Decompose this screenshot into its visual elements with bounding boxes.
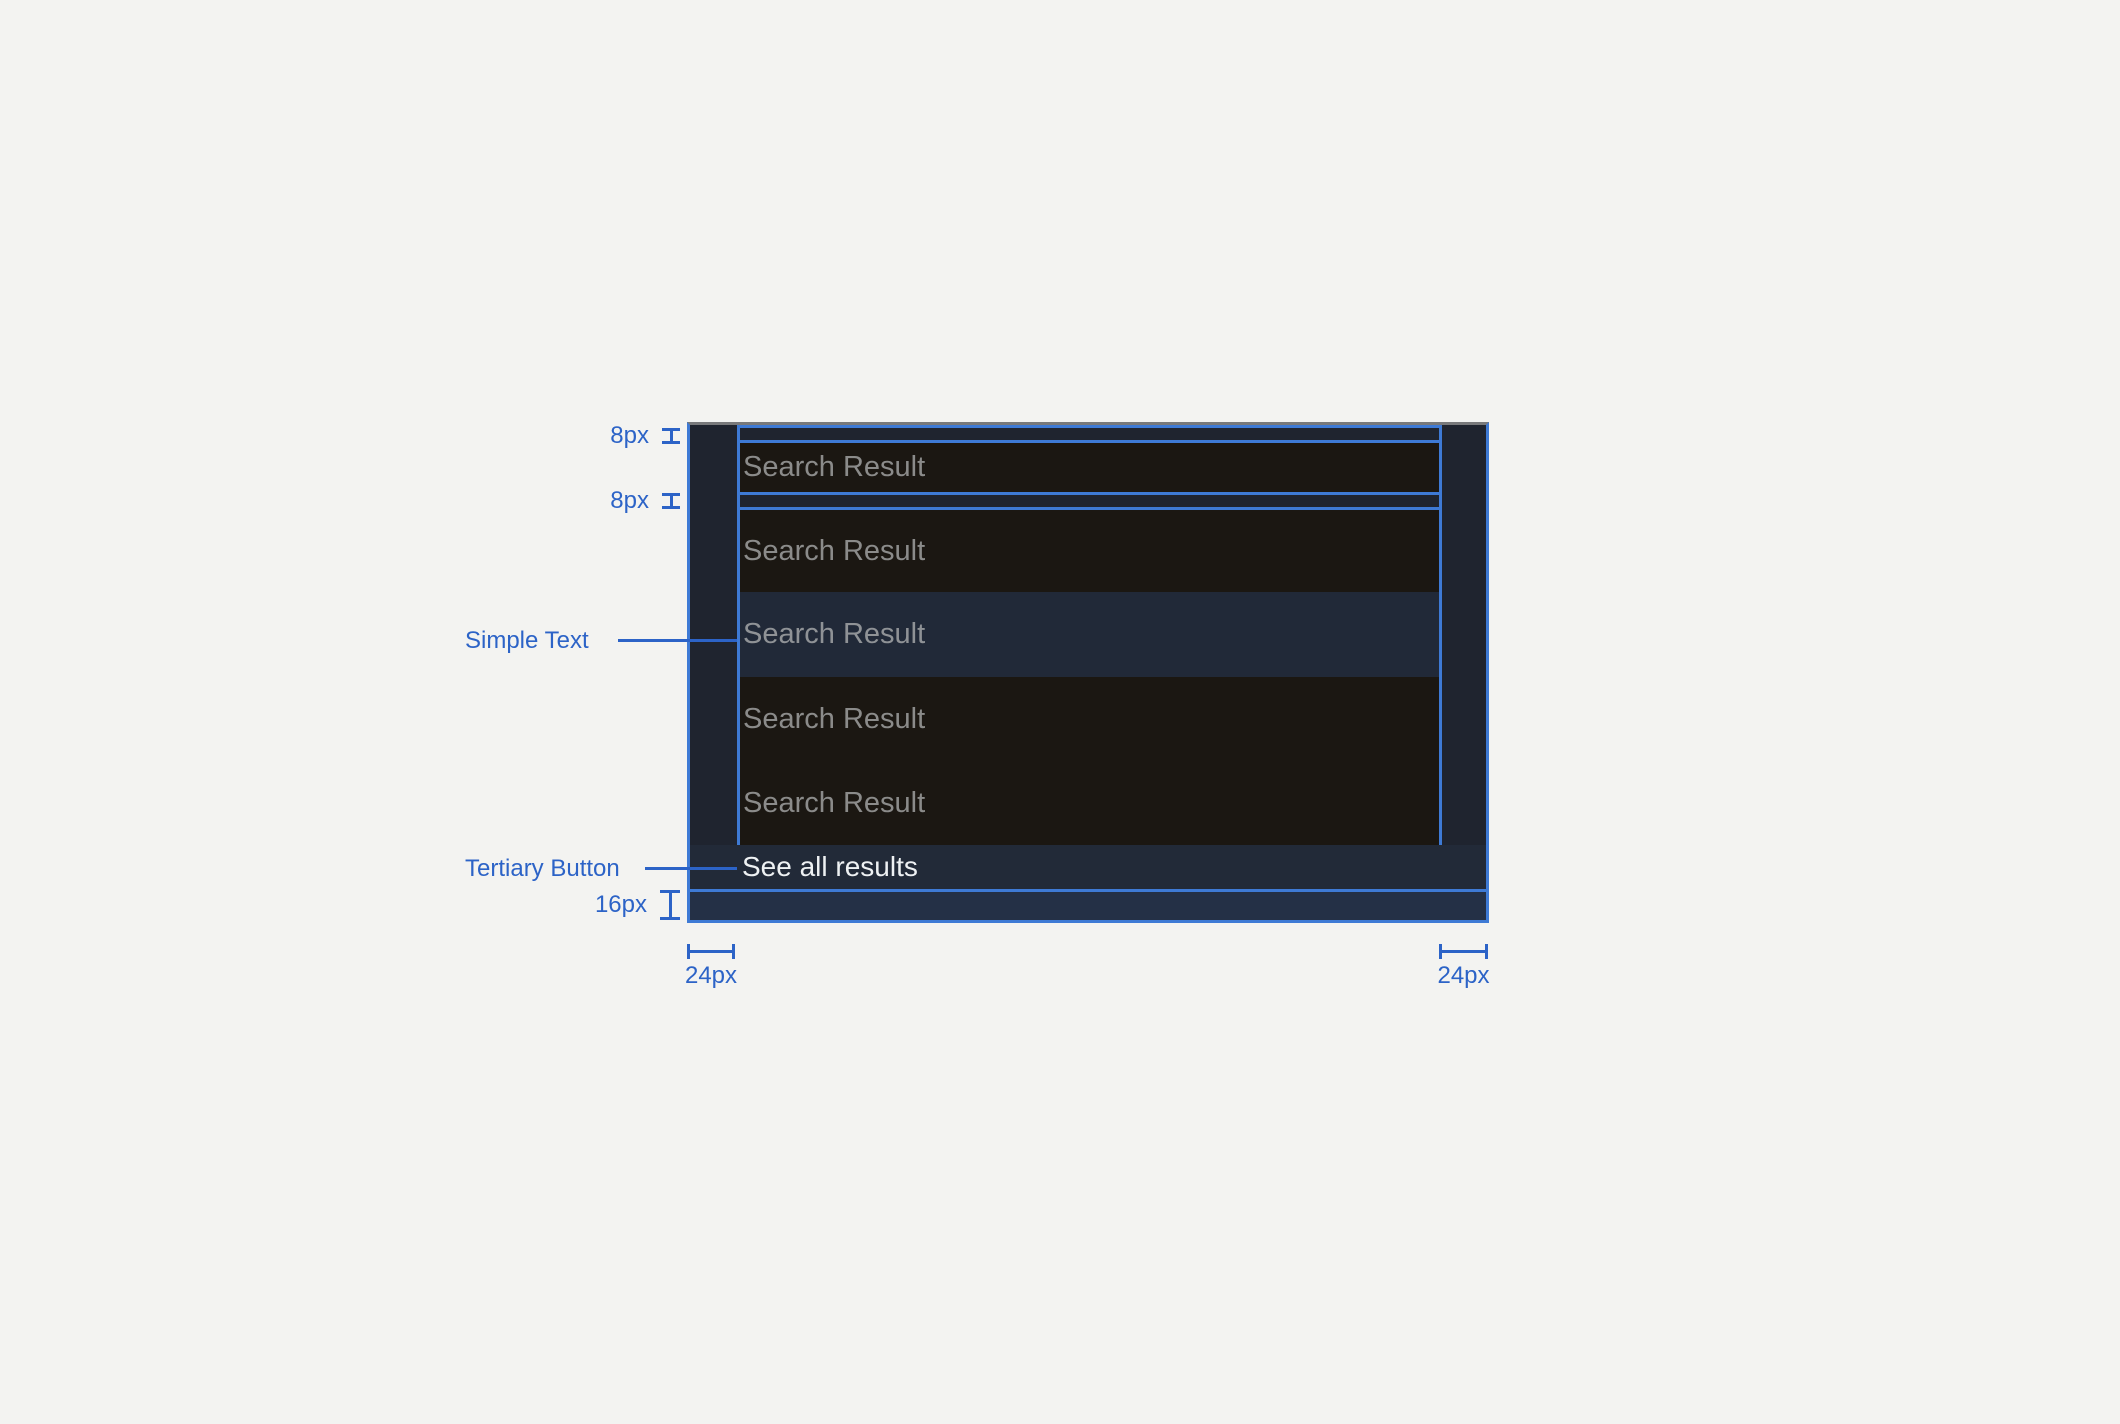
guide-line-item2-top <box>737 507 1442 510</box>
bottom-padding-area <box>690 892 1486 920</box>
annotation-simple-text-label: Simple Text <box>465 627 589 654</box>
vertical-measure-icon <box>662 428 680 444</box>
guide-line-right-padding <box>1439 425 1442 920</box>
annotation-top-padding-label: 8px <box>610 422 649 449</box>
annotation-simple-text: Simple Text <box>465 627 589 655</box>
leader-line-simple-text <box>618 639 737 642</box>
annotation-item-gap-label: 8px <box>610 487 649 514</box>
guide-line-left-padding <box>737 425 740 920</box>
vertical-measure-icon <box>662 493 680 509</box>
leader-line-tertiary-button <box>645 867 737 870</box>
annotation-bottom-padding-label: 16px <box>594 891 647 918</box>
horizontal-measure-icon <box>687 944 735 959</box>
guide-line-panel-top <box>737 425 1442 428</box>
search-result-item[interactable]: Search Result <box>740 510 1439 592</box>
guide-line-button-bottom <box>690 889 1486 892</box>
annotation-bottom-padding: 16px <box>540 890 680 920</box>
search-result-item-highlighted[interactable]: Search Result <box>740 592 1439 677</box>
annotation-top-padding: 8px <box>540 421 680 451</box>
search-result-item[interactable]: Search Result <box>740 443 1439 492</box>
vertical-measure-icon <box>660 890 680 920</box>
annotation-left-padding: 24px <box>684 962 738 989</box>
see-all-results-button[interactable]: See all results <box>690 845 1486 889</box>
guide-line-item1-top <box>737 440 1442 443</box>
annotation-tertiary-button-label: Tertiary Button <box>465 855 620 882</box>
search-results-dropdown: Search Result Search Result Search Resul… <box>687 422 1489 923</box>
annotation-tertiary-button: Tertiary Button <box>465 855 620 883</box>
horizontal-measure-icon <box>1439 944 1488 959</box>
guide-line-item1-bottom <box>737 492 1442 495</box>
annotation-right-padding: 24px <box>1437 962 1490 989</box>
search-result-item[interactable]: Search Result <box>740 761 1439 845</box>
annotation-item-gap: 8px <box>540 486 680 516</box>
search-result-item[interactable]: Search Result <box>740 677 1439 761</box>
